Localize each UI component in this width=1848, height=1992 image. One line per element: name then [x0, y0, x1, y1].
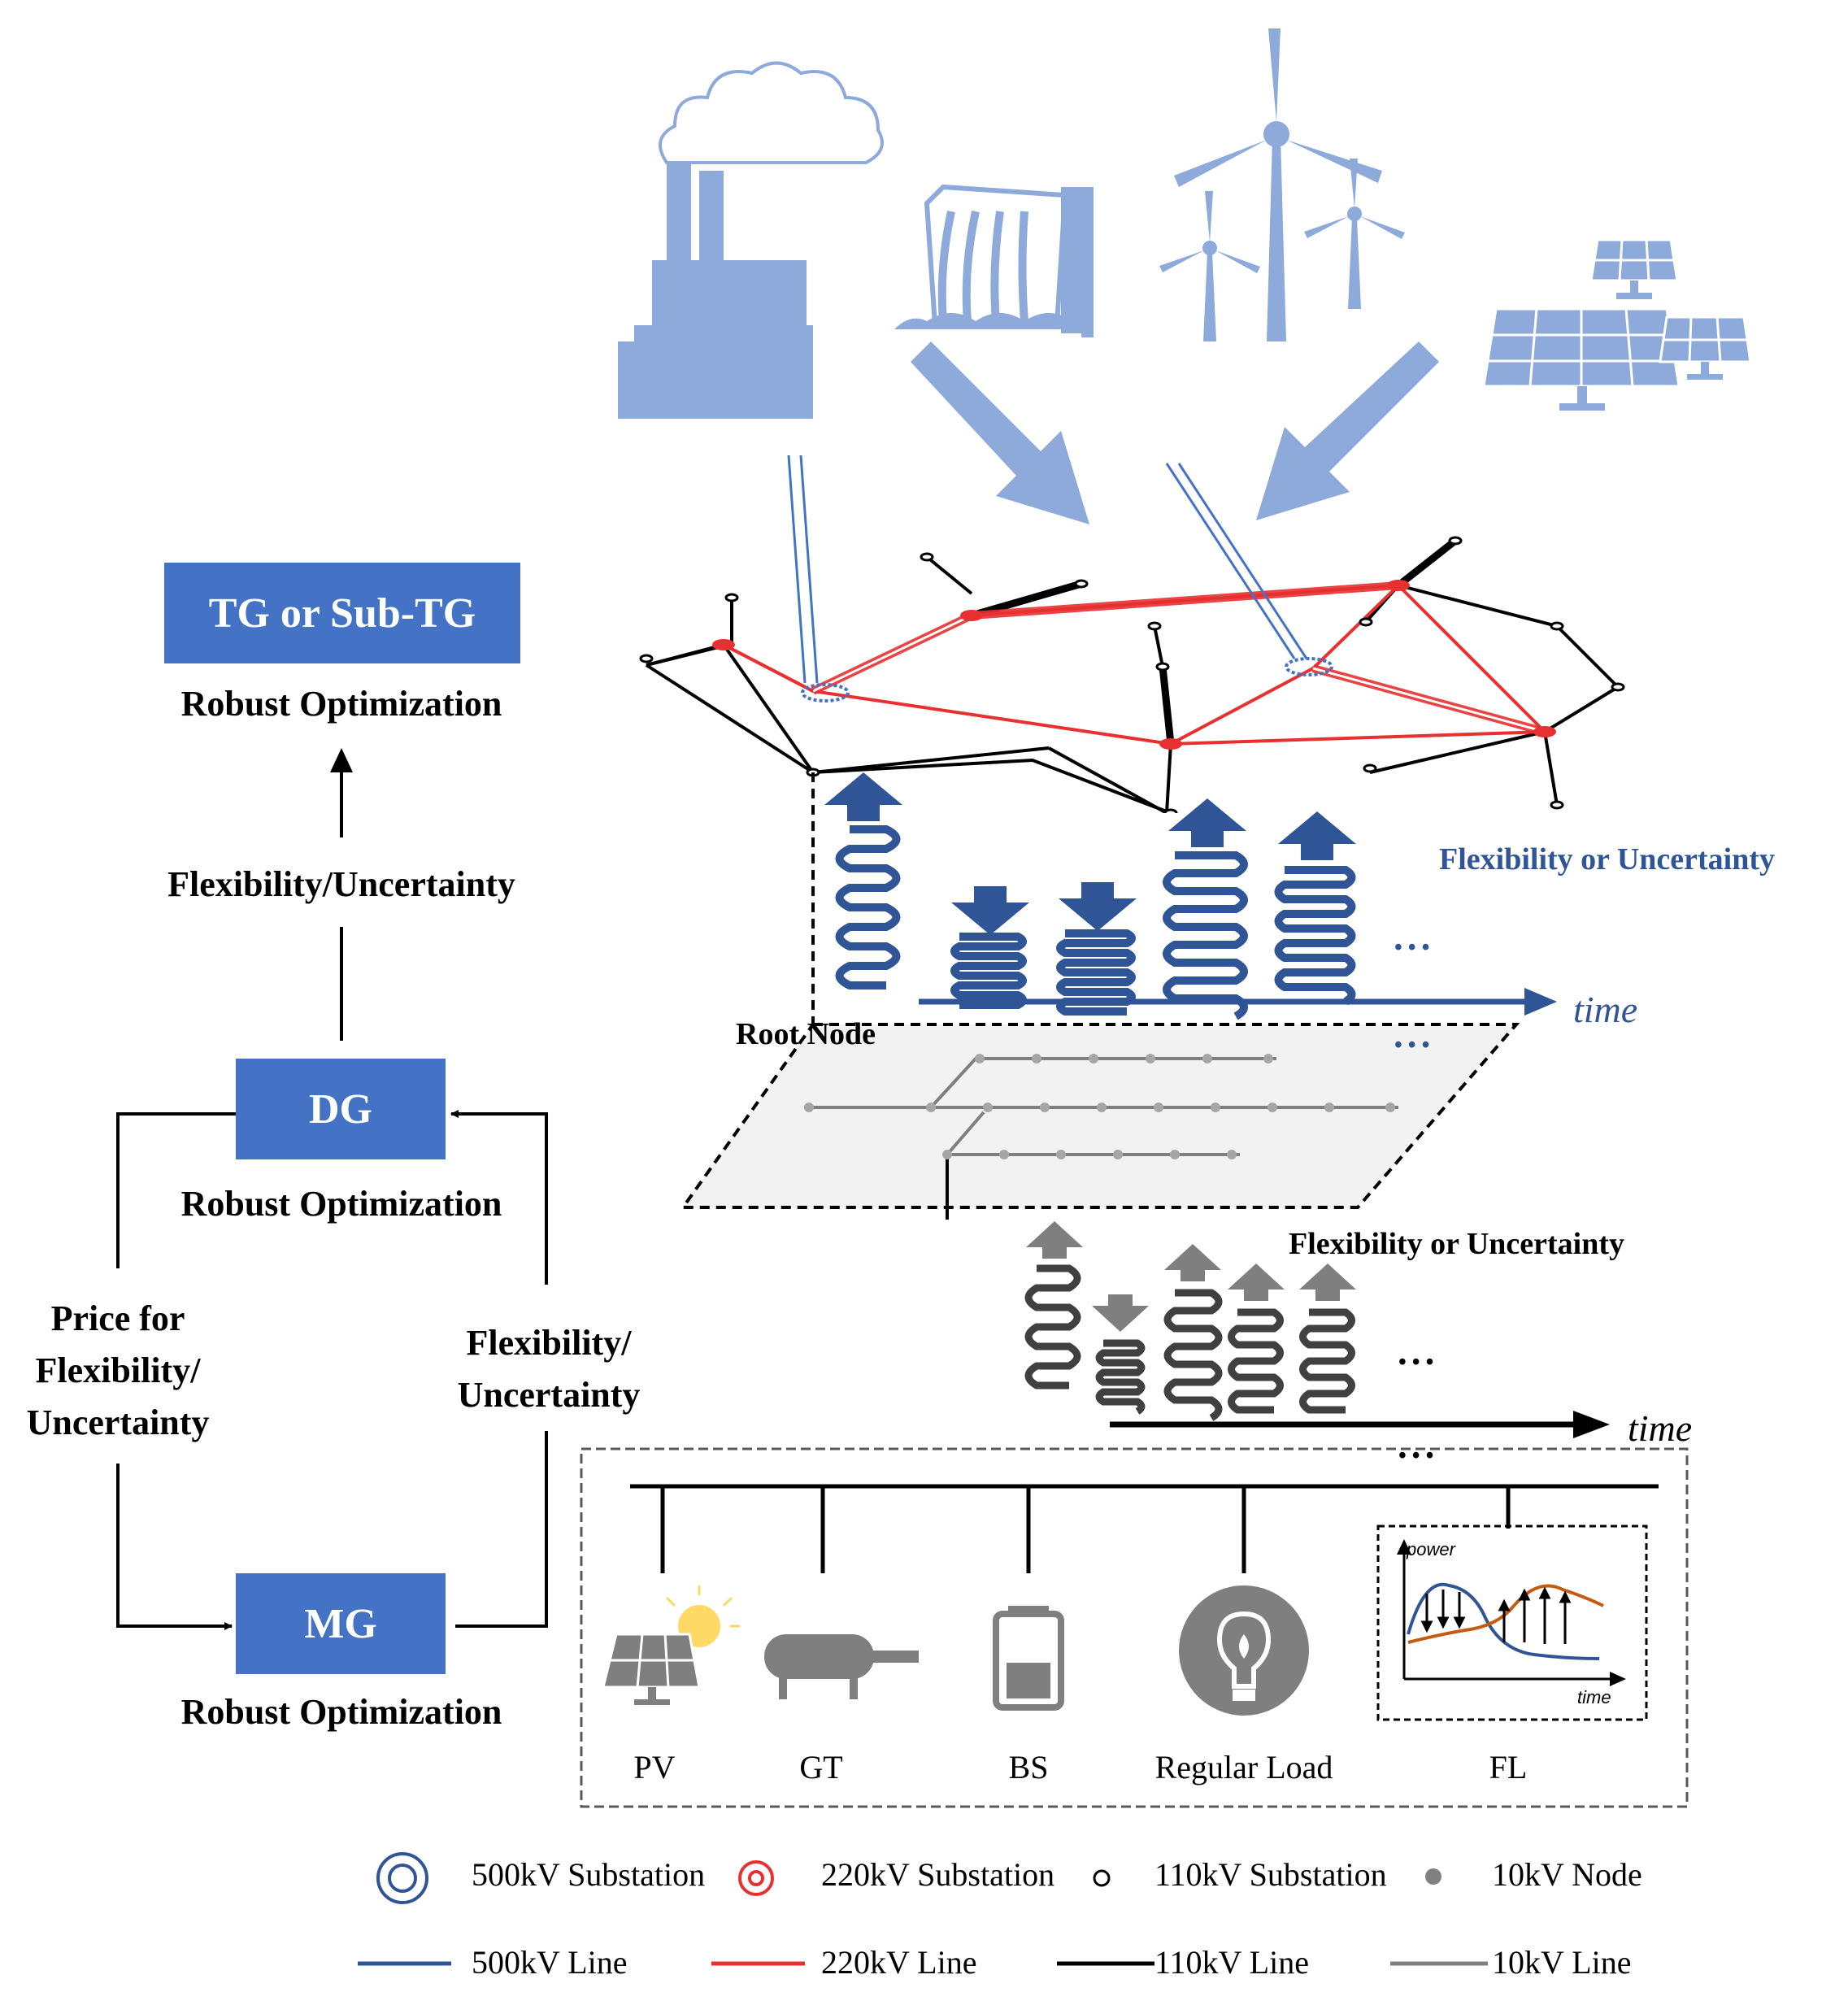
tx-spring-1 [835, 825, 901, 989]
tg-box-label: TG or Sub-TG [208, 589, 476, 637]
legend-500kv-substation-label: 500kV Substation [472, 1856, 706, 1893]
tx-flexibility-label: Flexibility or Uncertainty [1439, 842, 1776, 876]
dist-arrow-up-4 [1228, 1263, 1285, 1301]
price-label-line3: Uncertainty [26, 1403, 210, 1442]
solar-panel-icon [1482, 238, 1752, 411]
hydro-dam-icon [894, 184, 1094, 337]
dist-ellipsis-bottom: • • • [1398, 1443, 1434, 1468]
dist-time-label: time [1628, 1407, 1693, 1449]
legend-10kv-node-label: 10kV Node [1492, 1856, 1642, 1893]
mg-flexibility-line2: Uncertainty [457, 1375, 641, 1415]
tg-flexibility-label: Flexibility/Uncertainty [167, 864, 515, 904]
factory-icon [618, 61, 884, 419]
legend-110kv-line-label: 110kV Line [1154, 1944, 1309, 1981]
mg-box: MG [236, 1573, 446, 1674]
distribution-network [680, 1023, 1520, 1220]
device-label-bs: BS [1008, 1749, 1049, 1785]
price-label: Price for Flexibility/ Uncertainty [0, 1293, 236, 1449]
dist-spring-3 [1163, 1289, 1223, 1421]
gas-turbine-icon [764, 1634, 919, 1699]
tx-arrow-down-3 [1059, 882, 1137, 931]
legend-110kv-substation-icon [1093, 1869, 1111, 1887]
battery-icon [993, 1606, 1064, 1711]
tg-box: TG or Sub-TG [164, 563, 520, 663]
tx-arrow-up-5 [1278, 811, 1356, 860]
arrow-hydro [911, 341, 1089, 524]
legend-220kv-line-label: 220kV Line [821, 1944, 977, 1981]
legend-220kv-substation-icon [738, 1860, 774, 1896]
mg-box-label: MG [304, 1600, 377, 1647]
light-bulb-icon [1179, 1585, 1309, 1716]
legend-10kv-line-label: 10kV Line [1492, 1944, 1632, 1981]
transmission-springs [811, 772, 1557, 1057]
wind-turbine-icon [1159, 28, 1405, 341]
fl-chart-xlabel: time [1577, 1687, 1611, 1707]
microgrid [580, 1447, 1689, 1808]
fl-chart-ylabel: power [1407, 1539, 1455, 1559]
dist-flexibility-label: Flexibility or Uncertainty [1289, 1227, 1625, 1261]
tx-arrow-down-2 [951, 886, 1029, 935]
root-node-label: Root Node [736, 1017, 876, 1051]
dist-spring-2 [1095, 1339, 1146, 1415]
legend-500kv-substation-icon [376, 1852, 428, 1904]
price-label-line1: Price for [50, 1298, 185, 1338]
dist-arrow-up-1 [1026, 1221, 1083, 1259]
tx-time-label: time [1573, 989, 1638, 1030]
hierarchy-connectors [116, 748, 548, 1630]
price-label-line2: Flexibility/ [35, 1350, 201, 1390]
dist-spring-5 [1299, 1308, 1355, 1414]
arrow-wind [1256, 341, 1439, 520]
dist-ellipsis-mid: • • • [1398, 1350, 1434, 1375]
tx-spring-4 [1163, 851, 1248, 1020]
device-label-regular-load: Regular Load [1154, 1749, 1333, 1785]
legend-symbols [358, 1852, 1488, 1966]
dg-box: DG [236, 1059, 446, 1159]
tx-arrow-up-1 [824, 772, 902, 821]
pv-icon [602, 1585, 740, 1705]
distribution-springs [1024, 1221, 1610, 1438]
dist-spring-1 [1024, 1264, 1081, 1390]
transmission-network [639, 455, 1625, 813]
dist-arrow-up-5 [1299, 1263, 1356, 1301]
generation-icons [618, 28, 1752, 524]
tg-method-label: Robust Optimization [180, 684, 502, 724]
legend-110kv-substation-label: 110kV Substation [1154, 1856, 1387, 1893]
dg-method-label: Robust Optimization [180, 1184, 502, 1224]
legend-220kv-substation-label: 220kV Substation [821, 1856, 1055, 1893]
fl-chart [1376, 1524, 1648, 1721]
dist-arrow-up-3 [1164, 1244, 1221, 1281]
legend-500kv-line-label: 500kV Line [472, 1944, 628, 1981]
tx-ellipsis: • • • [1394, 935, 1430, 960]
dg-box-label: DG [309, 1085, 372, 1133]
mg-flexibility-line1: Flexibility/ [466, 1323, 632, 1363]
dist-arrow-down-2 [1092, 1294, 1149, 1332]
device-label-gt: GT [799, 1749, 843, 1785]
mg-method-label: Robust Optimization [180, 1692, 502, 1732]
mg-flexibility-label: Flexibility/ Uncertainty [431, 1317, 667, 1421]
tx-spring-2 [950, 933, 1027, 1009]
device-label-fl: FL [1489, 1749, 1528, 1785]
tx-spring-5 [1274, 866, 1356, 1006]
device-label-pv: PV [633, 1749, 676, 1785]
dist-ellipsis-top: • • • [1394, 1033, 1430, 1058]
dist-spring-4 [1228, 1308, 1284, 1414]
tx-arrow-up-4 [1168, 798, 1246, 847]
legend-10kv-node-icon [1425, 1868, 1441, 1885]
